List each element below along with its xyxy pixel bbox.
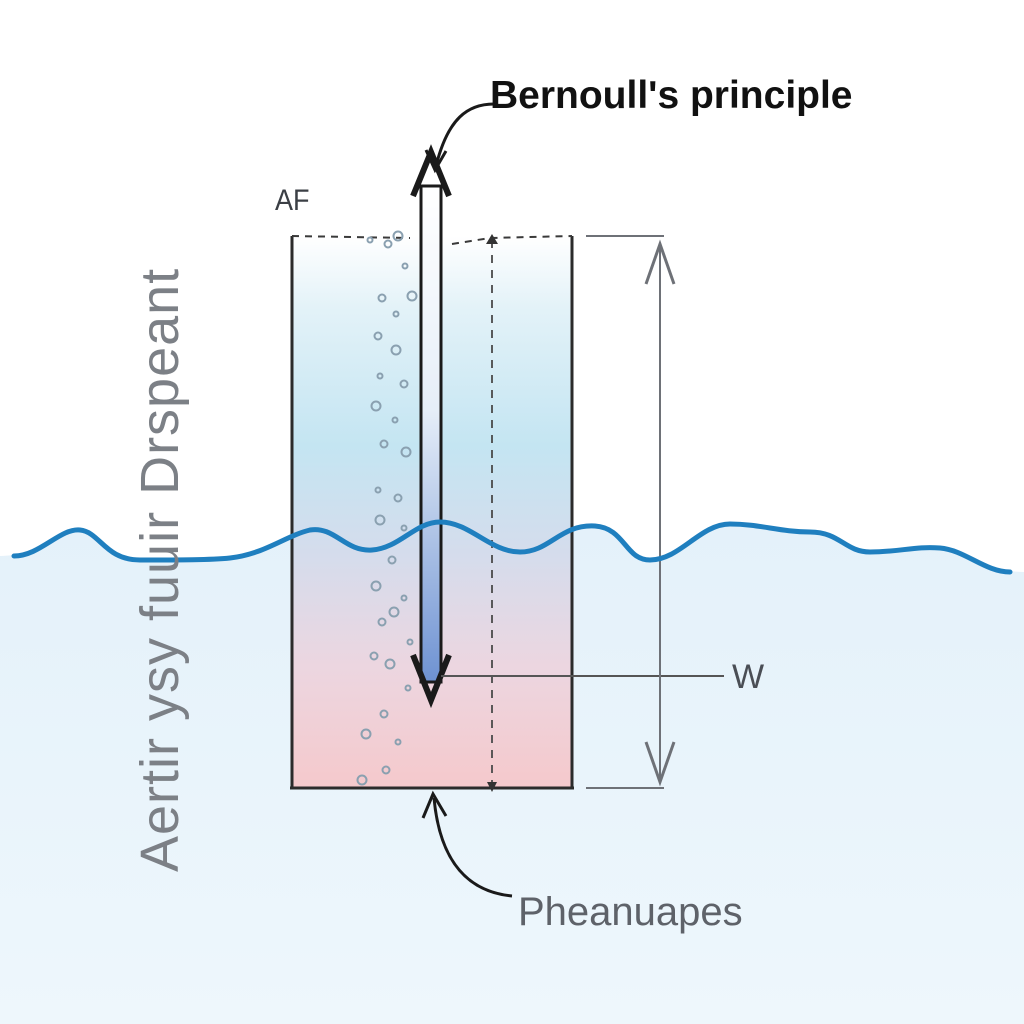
dimension-arrowhead-top xyxy=(644,239,676,285)
bubble xyxy=(381,765,391,775)
diagram-title: Bernoull's principle xyxy=(490,74,853,117)
bubble xyxy=(369,651,379,661)
bubble xyxy=(391,416,399,424)
bubble xyxy=(399,379,409,389)
dimension-arrowhead-bottom xyxy=(644,741,676,787)
bubble xyxy=(406,290,418,302)
bubble xyxy=(370,400,382,412)
bubble xyxy=(373,331,383,341)
tube-arrow-shaft xyxy=(419,184,443,684)
bubble xyxy=(383,239,393,249)
title-pointer-curve xyxy=(434,102,495,167)
tube-arrow-up-head xyxy=(410,144,452,198)
bubble xyxy=(356,774,368,786)
bubble xyxy=(404,684,412,692)
bubble xyxy=(390,344,402,356)
w-label: W xyxy=(732,658,765,696)
bubble xyxy=(374,486,382,494)
bubble xyxy=(379,709,389,719)
bubble xyxy=(400,524,408,532)
bubble xyxy=(366,236,374,244)
bubble xyxy=(401,262,409,270)
bubble xyxy=(392,230,404,242)
bubble xyxy=(392,310,400,318)
bubble xyxy=(400,594,408,602)
bubble xyxy=(379,439,389,449)
vertical-side-text: Aertir ysy fuuir Drspeant xyxy=(130,267,190,872)
bubble xyxy=(400,446,412,458)
bottom-pointer-curve xyxy=(432,797,513,898)
bubble xyxy=(376,372,384,380)
bubble xyxy=(388,606,400,618)
bubble xyxy=(384,658,396,670)
af-label: AF xyxy=(275,184,310,217)
bottom-pointer-arrowhead xyxy=(421,790,448,819)
bubble xyxy=(360,728,372,740)
tube-arrow-down-head xyxy=(410,653,452,709)
bubble xyxy=(394,738,402,746)
bubble xyxy=(393,493,403,503)
bubble xyxy=(374,514,386,526)
water-surface-wave xyxy=(11,519,1013,575)
dashed-line-top-arrowhead xyxy=(486,234,498,244)
bottom-label: Pheanuapes xyxy=(518,890,743,934)
bubble xyxy=(377,293,387,303)
title-pointer-arrowhead xyxy=(424,149,448,174)
bubble xyxy=(406,638,414,646)
bubble xyxy=(370,580,382,592)
dashed-line-bottom-arrowhead xyxy=(487,782,497,792)
bubble xyxy=(387,555,397,565)
bubble-cluster xyxy=(356,230,418,786)
bubble xyxy=(377,617,387,627)
column-top-dashed xyxy=(291,235,573,245)
